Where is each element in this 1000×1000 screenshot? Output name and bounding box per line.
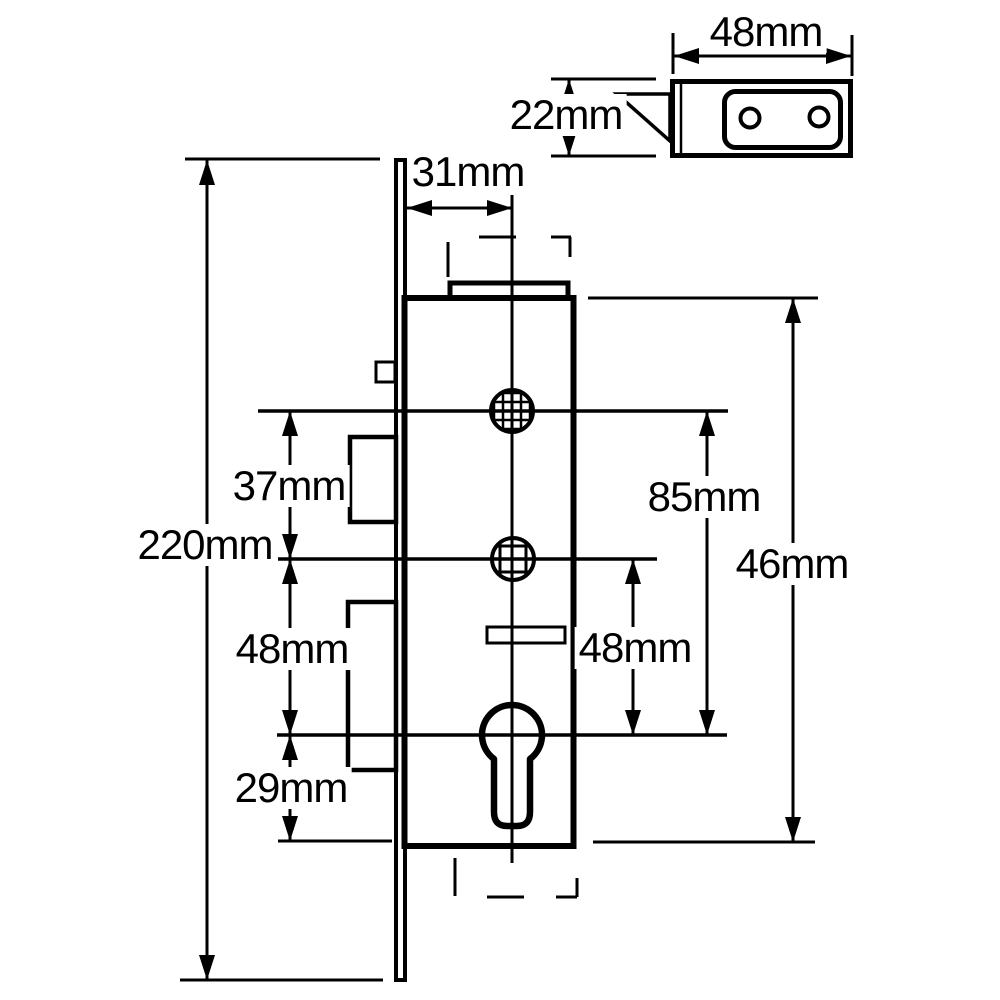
lock-case [401, 295, 577, 849]
dim-label-backset: 31mm [407, 151, 529, 193]
small-lug [374, 360, 397, 384]
dim-label-cylinder-to-base: 29mm [230, 767, 352, 809]
dim-label-hub-to-cylinder-right: 48mm [574, 627, 696, 669]
upper-cam-box [347, 434, 399, 525]
latch-slot [485, 625, 567, 645]
keep-screw-hole-left [738, 106, 762, 130]
corner-marks [446, 235, 579, 899]
dim-label-keep-height: 22mm [505, 94, 627, 136]
spindle-hole-lower-circle [490, 536, 536, 582]
dim-label-spindle-to-cylinder: 85mm [643, 476, 765, 518]
keep-screw-hole-right [807, 105, 831, 129]
dim-label-case-height: 46mm [731, 543, 853, 585]
keep-plate [722, 89, 843, 150]
dim-label-keep-width: 48mm [705, 11, 827, 53]
spindle-hole-lower [490, 536, 536, 582]
spindle-hole-upper-circle [489, 388, 535, 434]
latch-keep-assembly [612, 79, 853, 158]
dim-label-hub-to-cylinder-left: 48mm [231, 628, 353, 670]
euro-cylinder-cutout [478, 701, 546, 830]
dim-label-overall-height: 220mm [133, 524, 277, 566]
left-cam-boxes [345, 360, 399, 773]
lower-cam-box [345, 599, 399, 773]
dim-label-spindle-spacing: 37mm [228, 465, 350, 507]
